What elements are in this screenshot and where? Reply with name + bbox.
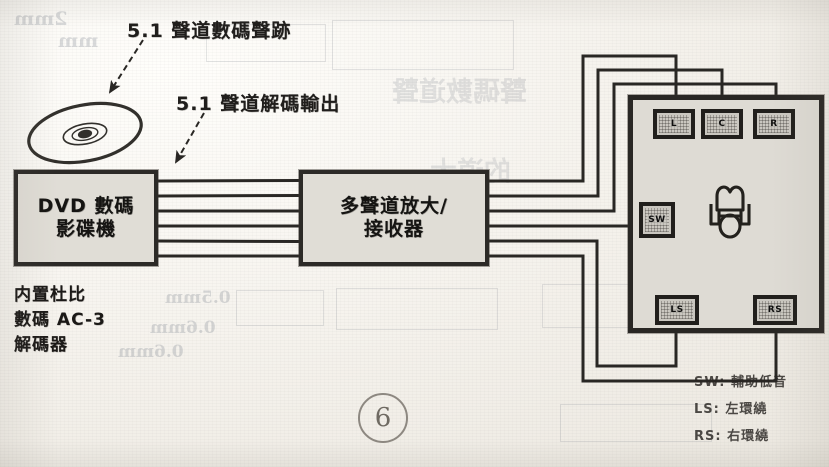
arrow-to-outputs [175,112,205,164]
arrow-to-disc [108,39,144,94]
